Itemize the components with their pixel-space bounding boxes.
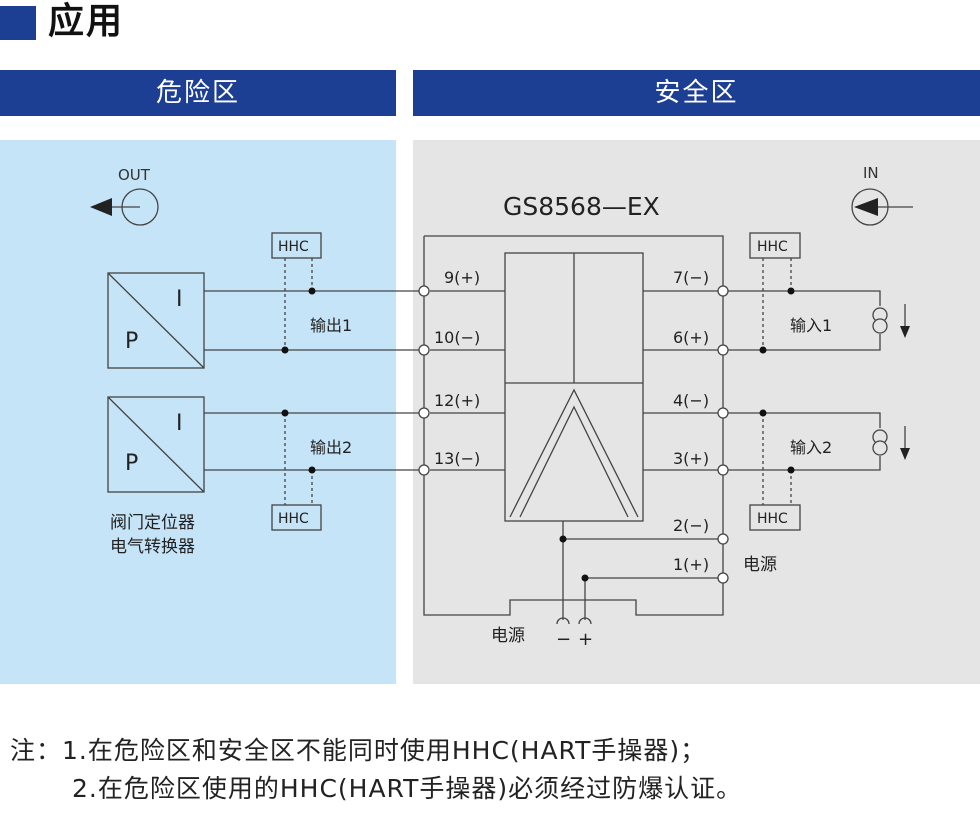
- page-title: 应用: [48, 1, 125, 42]
- output-1-label: 输出1: [310, 316, 352, 335]
- svg-text:HHC: HHC: [278, 239, 309, 255]
- svg-text:I: I: [176, 287, 183, 312]
- power-plus-sign: +: [578, 629, 593, 650]
- hhc-box-safe-top: HHC: [749, 232, 801, 350]
- junction-dots-right: [759, 287, 795, 474]
- power-bottom-label: 电源: [491, 626, 525, 646]
- converter-caption-line2: 电气转换器: [110, 537, 195, 557]
- svg-text:P: P: [125, 329, 138, 354]
- in-arrow-icon: [851, 188, 913, 226]
- heading-square-icon: [0, 6, 36, 40]
- note-line-2: 2.在危险区使用的HHC(HART手操器)必须经过防爆认证。: [72, 774, 743, 803]
- hhc-box-safe-bottom: HHC: [749, 413, 801, 531]
- terminal-3: 3(+): [673, 449, 709, 468]
- terminal-12: 12(+): [434, 391, 480, 410]
- power-minus-sign: −: [556, 629, 571, 650]
- junction-dots-left: [281, 287, 316, 474]
- converter-caption-line1: 阀门定位器: [110, 513, 195, 533]
- terminal-7: 7(−): [673, 268, 709, 287]
- terminals-left: [418, 285, 505, 476]
- safe-zone-header: 安全区: [413, 70, 980, 116]
- hhc-box-hazard-top: HHC: [271, 232, 322, 350]
- hhc-box-hazard-bottom: HHC: [271, 413, 322, 531]
- out-label: OUT: [118, 166, 151, 184]
- ip-converter-1: I P: [107, 272, 205, 369]
- svg-text:HHC: HHC: [757, 239, 788, 255]
- in-label: IN: [863, 164, 879, 182]
- terminal-6: 6(+): [673, 328, 709, 347]
- svg-text:HHC: HHC: [757, 511, 788, 527]
- terminal-13: 13(−): [434, 449, 480, 468]
- output-2-label: 输出2: [310, 438, 352, 457]
- svg-text:P: P: [125, 451, 138, 476]
- note-line-1: 注：1.在危险区和安全区不能同时使用HHC(HART手操器)；: [10, 736, 707, 765]
- svg-text:HHC: HHC: [278, 511, 309, 527]
- hazard-zone-header: 危险区: [0, 70, 396, 116]
- out-arrow-icon: [90, 188, 159, 226]
- terminal-1: 1(+): [673, 555, 709, 574]
- current-source-icon: [872, 426, 910, 460]
- terminal-10: 10(−): [434, 328, 480, 347]
- terminals-right: [563, 285, 729, 584]
- safe-zone-panel: [413, 140, 980, 684]
- current-source-icon: [872, 304, 910, 338]
- hazard-zone-panel: [0, 140, 396, 684]
- terminal-9: 9(+): [444, 268, 480, 287]
- module-enclosure: [423, 235, 724, 616]
- input-1-label: 输入1: [790, 316, 832, 335]
- terminal-4: 4(−): [673, 391, 709, 410]
- svg-text:I: I: [176, 411, 183, 436]
- ip-converter-2: I P: [107, 396, 205, 493]
- model-name: GS8568—EX: [503, 192, 660, 221]
- terminal-2: 2(−): [673, 516, 709, 535]
- input-2-label: 输入2: [790, 438, 832, 457]
- power-label: 电源: [743, 555, 777, 575]
- junction-dots-power: [559, 535, 589, 582]
